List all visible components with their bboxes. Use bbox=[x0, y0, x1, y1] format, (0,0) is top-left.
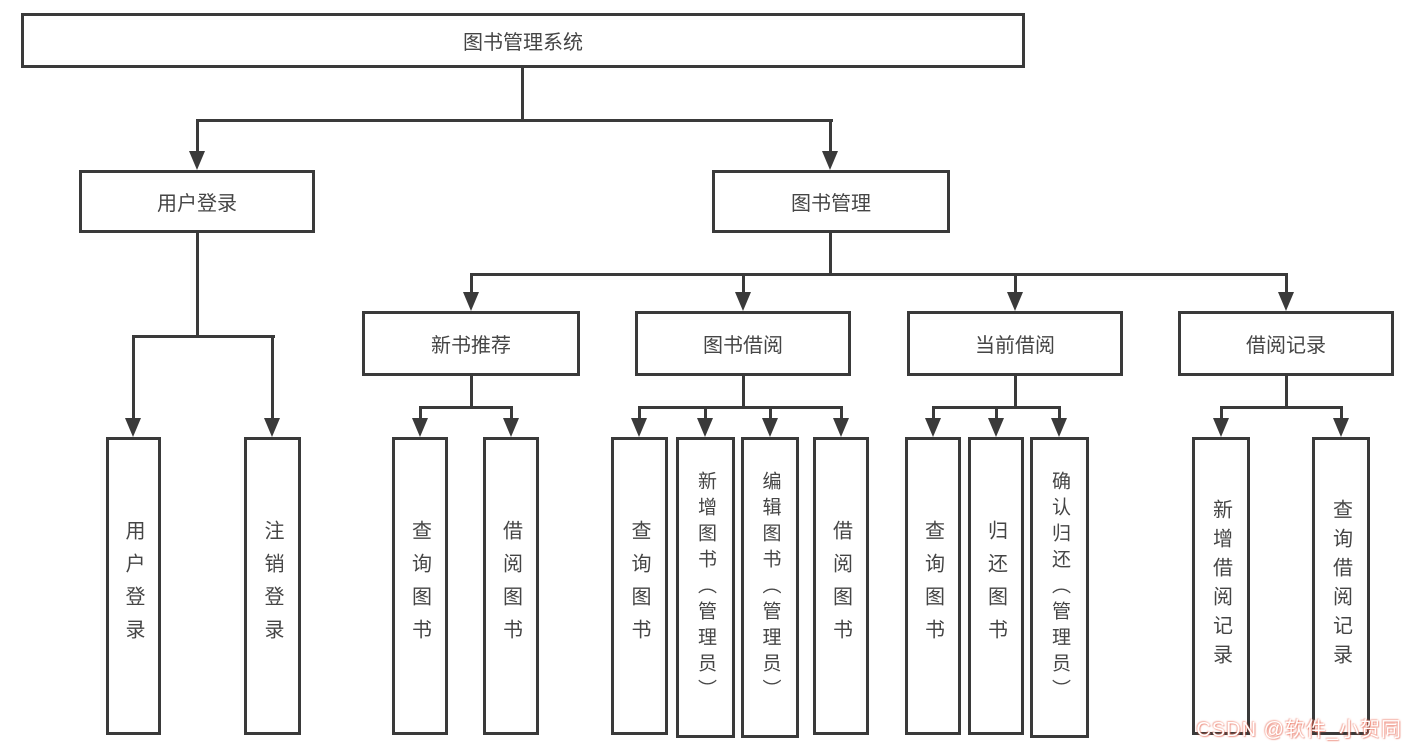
connector-line bbox=[638, 406, 641, 420]
arrow-down-icon bbox=[925, 418, 941, 437]
node-label: 借阅图书 bbox=[499, 520, 522, 652]
connector-line bbox=[704, 406, 707, 420]
node-label: 编辑图书（管理员） bbox=[759, 470, 781, 705]
node-borrow-records: 借阅记录 bbox=[1178, 311, 1394, 376]
node-label: 借阅图书 bbox=[829, 520, 852, 652]
leaf-return-book: 归还图书 bbox=[968, 437, 1024, 735]
connector-line bbox=[1014, 273, 1017, 295]
arrow-down-icon bbox=[833, 418, 849, 437]
connector-line bbox=[829, 233, 832, 273]
connector-line bbox=[1285, 273, 1288, 295]
connector-line bbox=[742, 376, 745, 406]
arrow-down-icon bbox=[125, 418, 141, 437]
leaf-add-borrow-record: 新增借阅记录 bbox=[1192, 437, 1250, 735]
leaf-query-borrow-record: 查询借阅记录 bbox=[1312, 437, 1370, 735]
leaf-borrow-books-borrowing: 借阅图书 bbox=[813, 437, 869, 735]
node-label: 新书推荐 bbox=[431, 335, 511, 357]
arrow-down-icon bbox=[503, 418, 519, 437]
connector-line bbox=[769, 406, 772, 420]
connector-line bbox=[1340, 406, 1343, 420]
arrow-down-icon bbox=[822, 151, 838, 170]
node-label: 归还图书 bbox=[984, 520, 1007, 652]
connector-line bbox=[1220, 406, 1343, 409]
arrow-down-icon bbox=[264, 418, 280, 437]
arrow-down-icon bbox=[463, 292, 479, 311]
arrow-down-icon bbox=[1213, 418, 1229, 437]
arrow-down-icon bbox=[189, 151, 205, 170]
node-label: 借阅记录 bbox=[1246, 335, 1326, 357]
node-label: 图书管理系统 bbox=[463, 32, 583, 54]
arrow-down-icon bbox=[1278, 292, 1294, 311]
connector-line bbox=[1014, 376, 1017, 406]
node-label: 查询图书 bbox=[408, 520, 431, 652]
connector-line bbox=[196, 233, 199, 335]
node-label: 图书管理 bbox=[791, 193, 871, 215]
node-book-management: 图书管理 bbox=[712, 170, 950, 233]
connector-line bbox=[470, 376, 473, 406]
leaf-edit-book-admin: 编辑图书（管理员） bbox=[741, 437, 799, 738]
connector-line bbox=[638, 406, 843, 409]
connector-line bbox=[510, 406, 513, 420]
connector-line bbox=[419, 406, 422, 420]
connector-line bbox=[742, 273, 745, 295]
node-label: 用户登录 bbox=[157, 193, 237, 215]
node-label: 确认归还（管理员） bbox=[1049, 470, 1070, 705]
connector-line bbox=[196, 119, 199, 152]
node-label: 查询图书 bbox=[921, 520, 944, 652]
connector-line bbox=[132, 335, 135, 419]
arrow-down-icon bbox=[1333, 418, 1349, 437]
node-user-login: 用户登录 bbox=[79, 170, 315, 233]
node-label: 图书借阅 bbox=[703, 335, 783, 357]
connector-line bbox=[132, 335, 275, 338]
arrow-down-icon bbox=[762, 418, 778, 437]
node-library-management-system: 图书管理系统 bbox=[21, 13, 1025, 68]
leaf-logout: 注销登录 bbox=[244, 437, 301, 735]
arrow-down-icon bbox=[988, 418, 1004, 437]
connector-line bbox=[521, 68, 524, 119]
arrow-down-icon bbox=[631, 418, 647, 437]
leaf-query-books-recommend: 查询图书 bbox=[392, 437, 448, 735]
connector-line bbox=[1058, 406, 1061, 420]
arrow-down-icon bbox=[1007, 292, 1023, 311]
node-label: 当前借阅 bbox=[975, 335, 1055, 357]
node-book-borrowing: 图书借阅 bbox=[635, 311, 851, 376]
arrow-down-icon bbox=[697, 418, 713, 437]
node-label: 新增借阅记录 bbox=[1209, 499, 1232, 673]
leaf-user-login: 用户登录 bbox=[106, 437, 161, 735]
connector-line bbox=[419, 406, 513, 409]
leaf-borrow-books-recommend: 借阅图书 bbox=[483, 437, 539, 735]
connector-line bbox=[470, 273, 473, 295]
arrow-down-icon bbox=[735, 292, 751, 311]
arrow-down-icon bbox=[412, 418, 428, 437]
leaf-confirm-return-admin: 确认归还（管理员） bbox=[1030, 437, 1089, 738]
connector-line bbox=[840, 406, 843, 420]
node-label: 注销登录 bbox=[261, 520, 283, 652]
node-current-borrowing: 当前借阅 bbox=[907, 311, 1123, 376]
connector-line bbox=[271, 335, 274, 419]
connector-line bbox=[196, 119, 833, 122]
node-new-book-recommend: 新书推荐 bbox=[362, 311, 580, 376]
node-label: 查询图书 bbox=[628, 520, 650, 652]
node-label: 查询借阅记录 bbox=[1329, 499, 1352, 673]
connector-line bbox=[1285, 376, 1288, 406]
leaf-query-books-borrowing: 查询图书 bbox=[611, 437, 668, 735]
leaf-query-books-current: 查询图书 bbox=[905, 437, 961, 735]
node-label: 新增图书（管理员） bbox=[695, 470, 716, 705]
connector-line bbox=[1220, 406, 1223, 420]
connector-line bbox=[932, 406, 935, 420]
leaf-add-book-admin: 新增图书（管理员） bbox=[676, 437, 735, 738]
connector-line bbox=[829, 119, 832, 152]
connector-line bbox=[995, 406, 998, 420]
connector-line bbox=[470, 273, 1288, 276]
arrow-down-icon bbox=[1051, 418, 1067, 437]
node-label: 用户登录 bbox=[122, 520, 144, 652]
